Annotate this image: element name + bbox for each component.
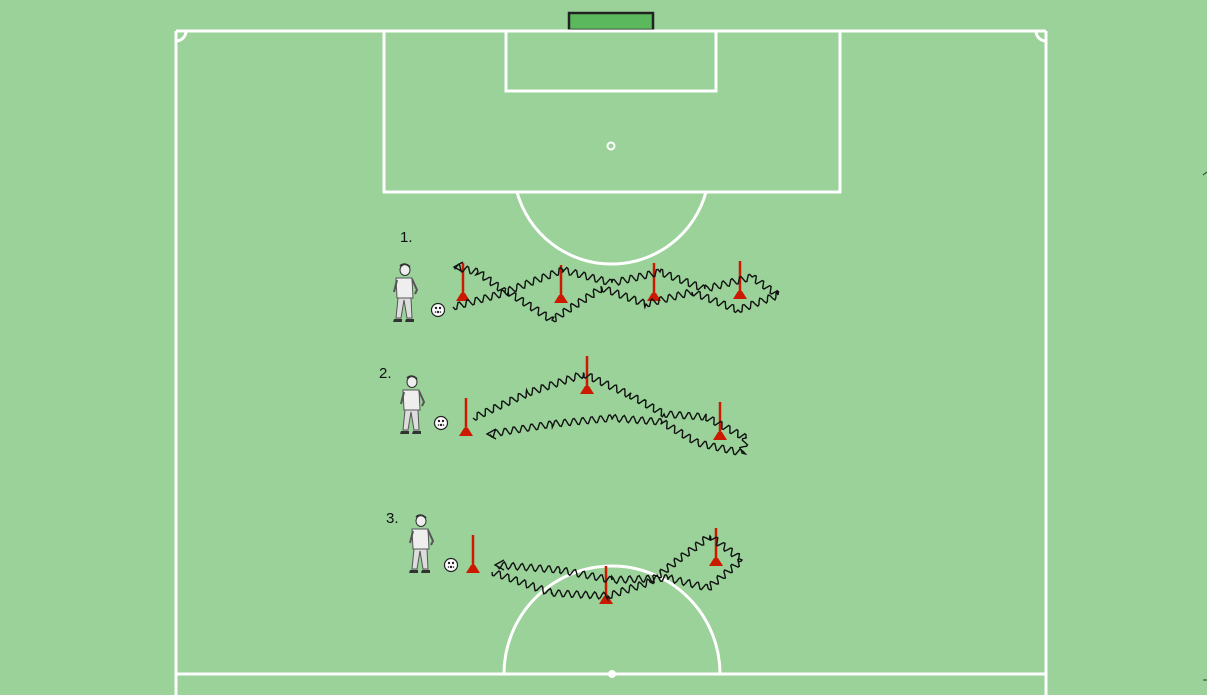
ball-icon	[445, 559, 458, 572]
drill-number-1: 1.	[400, 229, 413, 246]
drill-number-2: 2.	[379, 365, 392, 382]
drill-number-3: 3.	[386, 510, 399, 527]
ball-icon	[435, 417, 448, 430]
center-spot	[608, 670, 616, 678]
ball-icon	[432, 304, 445, 317]
goal	[569, 13, 653, 30]
